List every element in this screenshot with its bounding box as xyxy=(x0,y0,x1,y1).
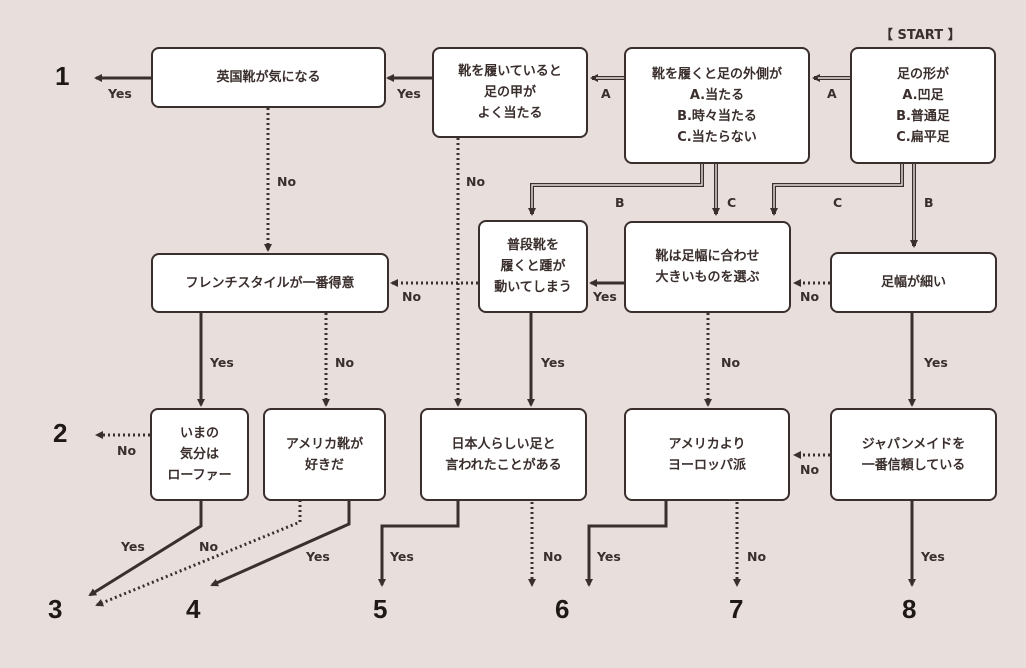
node-loafer: いまの 気分は ローファー xyxy=(150,408,249,501)
start-label: 【 START 】 xyxy=(880,28,961,43)
arrow-american-no-3 xyxy=(95,500,302,607)
result-2: 2 xyxy=(53,418,68,448)
label-no: No xyxy=(800,462,820,477)
label-no: No xyxy=(335,355,355,370)
arrow-american-yes-4 xyxy=(210,500,351,587)
label-no: No xyxy=(800,289,820,304)
result-7: 7 xyxy=(729,594,744,624)
label-yes: Yes xyxy=(390,549,414,564)
node-french: フレンチスタイルが一番得意 xyxy=(151,253,389,313)
label-no: No xyxy=(466,174,486,189)
label-yes: Yes xyxy=(210,355,234,370)
result-3: 3 xyxy=(48,594,63,624)
label-yes: Yes xyxy=(921,549,945,564)
label-b: B xyxy=(615,195,625,210)
label-a: A xyxy=(827,86,837,101)
label-yes: Yes xyxy=(924,355,948,370)
label-yes: Yes xyxy=(121,539,145,554)
label-no: No xyxy=(277,174,297,189)
label-no: No xyxy=(402,289,422,304)
node-instep: 靴を履いていると 足の甲が よく当たる xyxy=(432,47,588,138)
result-5: 5 xyxy=(373,594,388,624)
arrow-japanese-yes-5 xyxy=(378,500,460,587)
arrow-europe-yes-6 xyxy=(585,500,668,587)
result-6: 6 xyxy=(555,594,570,624)
node-width-big: 靴は足幅に合わせ 大きいものを選ぶ xyxy=(624,221,791,313)
label-c: C xyxy=(833,195,843,210)
node-british: 英国靴が気になる xyxy=(151,47,386,108)
label-yes: Yes xyxy=(397,86,421,101)
label-yes: Yes xyxy=(108,86,132,101)
node-narrow: 足幅が細い xyxy=(830,252,997,313)
node-outer-side: 靴を履くと足の外側が A.当たる B.時々当たる C.当たらない xyxy=(624,47,810,164)
node-japan-made: ジャパンメイドを 一番信頼している xyxy=(830,408,997,501)
label-yes: Yes xyxy=(541,355,565,370)
node-american: アメリカ靴が 好きだ xyxy=(263,408,386,501)
label-yes: Yes xyxy=(306,549,330,564)
label-no: No xyxy=(747,549,767,564)
label-yes: Yes xyxy=(597,549,621,564)
node-heel: 普段靴を 履くと踵が 動いてしまう xyxy=(478,220,588,313)
result-4: 4 xyxy=(186,594,201,624)
label-yes: Yes xyxy=(593,289,617,304)
label-no: No xyxy=(543,549,563,564)
node-foot-shape: 足の形が A.凹足 B.普通足 C.扁平足 xyxy=(850,47,996,164)
label-b: B xyxy=(924,195,934,210)
result-8: 8 xyxy=(902,594,917,624)
label-no: No xyxy=(721,355,741,370)
node-europe: アメリカより ヨーロッパ派 xyxy=(624,408,790,501)
arrow-loafer-yes-3 xyxy=(88,500,203,597)
label-no: No xyxy=(117,443,137,458)
label-a: A xyxy=(601,86,611,101)
result-1: 1 xyxy=(55,61,70,91)
node-japanese: 日本人らしい足と 言われたことがある xyxy=(420,408,587,501)
label-no: No xyxy=(199,539,219,554)
label-c: C xyxy=(727,195,737,210)
